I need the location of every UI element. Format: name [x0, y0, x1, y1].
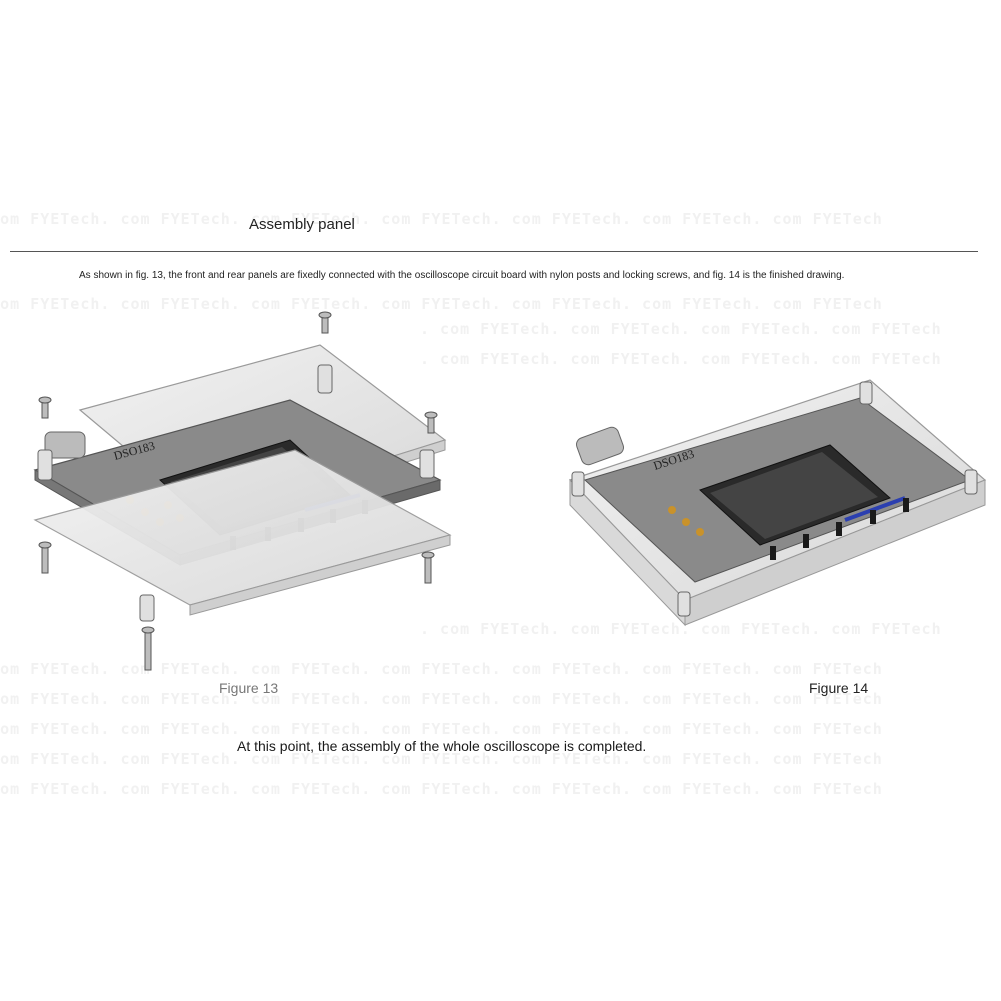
nylon-posts [37, 364, 435, 622]
screws [38, 311, 438, 671]
bnc-connector [44, 431, 86, 459]
figure-13-caption: Figure 13 [219, 680, 279, 696]
description-text: As shown in fig. 13, the front and rear … [79, 270, 845, 281]
figure-13-exploded-view: DSO183 [33, 311, 452, 671]
divider [10, 251, 978, 252]
pin-headers [770, 498, 909, 560]
nylon-posts [571, 381, 978, 617]
bnc-connector [576, 426, 624, 466]
figure-14-finished-view: DSO183 [568, 379, 987, 627]
conclusion-text: At this point, the assembly of the whole… [237, 738, 647, 754]
figure-14-caption: Figure 14 [809, 680, 869, 696]
section-title: Assembly panel [249, 216, 355, 233]
